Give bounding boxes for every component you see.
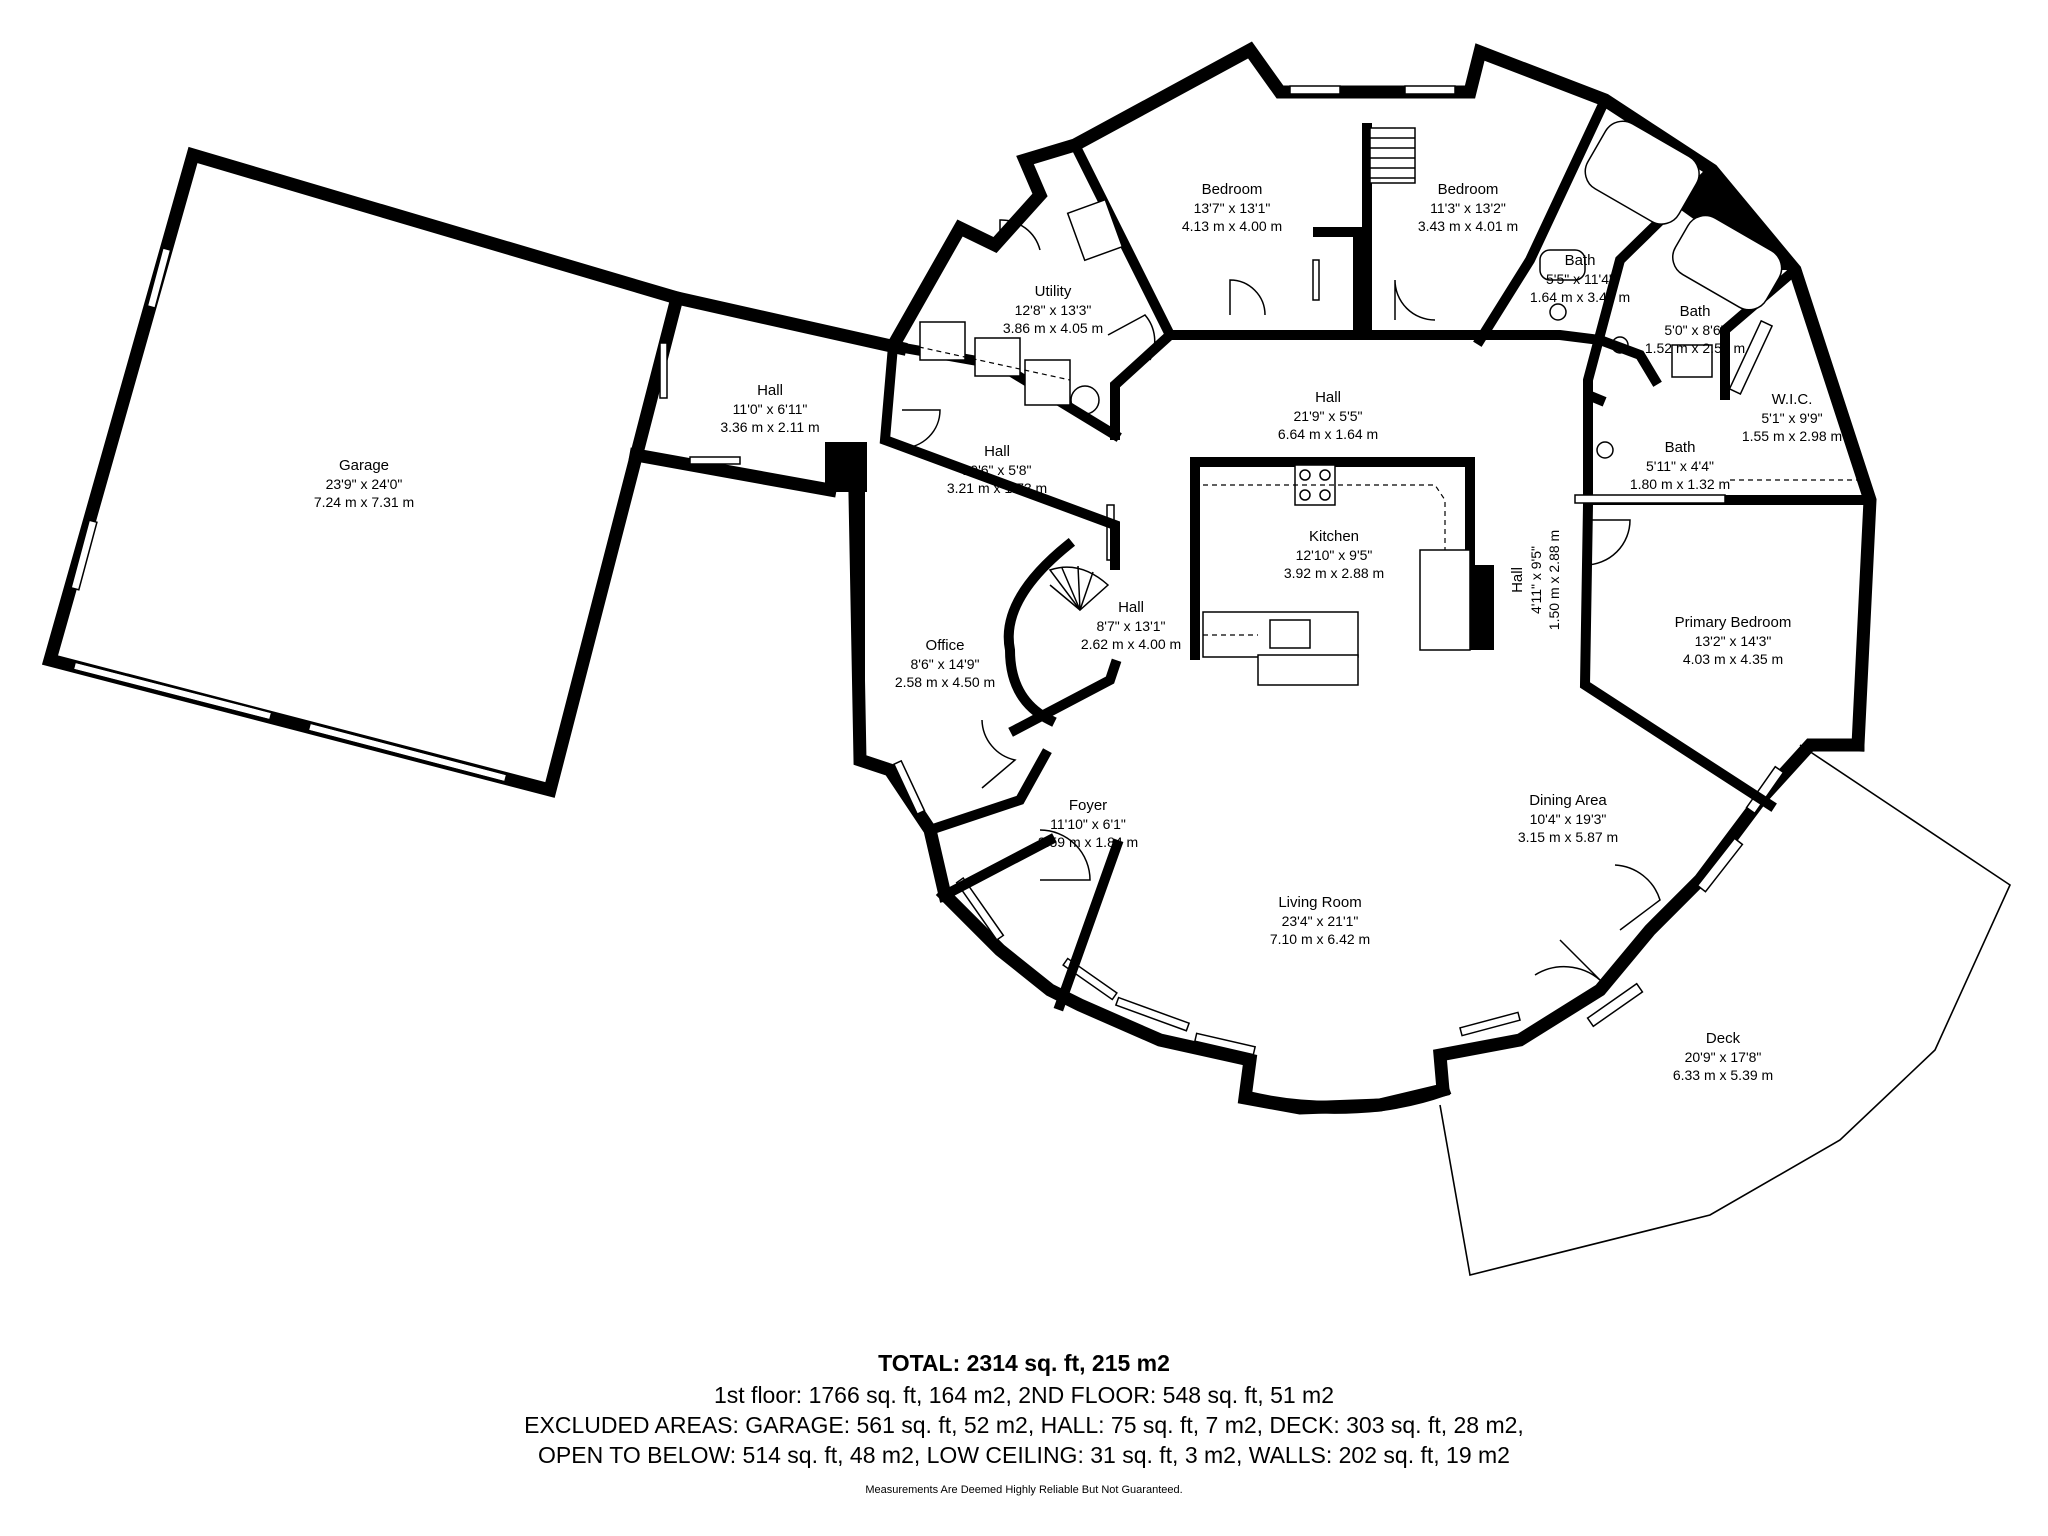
- svg-text:5'11" x 4'4": 5'11" x 4'4": [1646, 458, 1714, 474]
- svg-text:3.15 m x 5.87 m: 3.15 m x 5.87 m: [1518, 829, 1618, 845]
- open-below-areas: OPEN TO BELOW: 514 sq. ft, 48 m2, LOW CE…: [538, 1442, 1510, 1468]
- svg-text:Kitchen: Kitchen: [1309, 528, 1359, 545]
- room-bedroom-1: Bedroom 13'7" x 13'1" 4.13 m x 4.00 m: [1182, 181, 1282, 234]
- svg-text:4'11" x 9'5": 4'11" x 9'5": [1528, 546, 1544, 614]
- room-dining-area: Dining Area 10'4" x 19'3" 3.15 m x 5.87 …: [1518, 792, 1618, 845]
- svg-text:2.62 m x 4.00 m: 2.62 m x 4.00 m: [1081, 636, 1181, 652]
- svg-text:Living Room: Living Room: [1278, 894, 1361, 911]
- svg-text:8'7" x 13'1": 8'7" x 13'1": [1097, 618, 1166, 634]
- bath-fixtures: [1539, 120, 1860, 504]
- svg-text:Bath: Bath: [1680, 303, 1711, 320]
- room-living-room: Living Room 23'4" x 21'1" 7.10 m x 6.42 …: [1270, 894, 1370, 947]
- svg-text:Hall: Hall: [1315, 389, 1341, 406]
- room-bath-1: Bath 5'5" x 11'4" 1.64 m x 3.46 m: [1530, 252, 1630, 305]
- svg-text:Garage: Garage: [339, 457, 389, 474]
- room-bedroom-2: Bedroom 11'3" x 13'2" 3.43 m x 4.01 m: [1418, 181, 1518, 234]
- svg-text:3.36 m x 2.11 m: 3.36 m x 2.11 m: [720, 419, 819, 435]
- svg-text:3.21 m x 1.73 m: 3.21 m x 1.73 m: [947, 480, 1047, 496]
- svg-text:23'9" x 24'0": 23'9" x 24'0": [326, 476, 403, 492]
- interior-walls: [855, 93, 1875, 1012]
- svg-text:10'4" x 19'3": 10'4" x 19'3": [1530, 811, 1607, 827]
- svg-text:20'9" x 17'8": 20'9" x 17'8": [1685, 1049, 1762, 1065]
- room-kitchen: Kitchen 12'10" x 9'5" 3.92 m x 2.88 m: [1284, 528, 1384, 581]
- svg-text:3.59 m x 1.84 m: 3.59 m x 1.84 m: [1038, 834, 1138, 850]
- svg-text:2.58 m x 4.50 m: 2.58 m x 4.50 m: [895, 674, 995, 690]
- svg-text:1.50 m x 2.88 m: 1.50 m x 2.88 m: [1546, 530, 1562, 630]
- svg-text:5'5" x 11'4": 5'5" x 11'4": [1546, 271, 1614, 287]
- svg-text:11'3" x 13'2": 11'3" x 13'2": [1430, 200, 1506, 216]
- svg-text:Hall: Hall: [757, 382, 783, 399]
- svg-text:6.33 m x 5.39 m: 6.33 m x 5.39 m: [1673, 1067, 1773, 1083]
- room-utility: Utility 12'8" x 13'3" 3.86 m x 4.05 m: [1003, 283, 1103, 336]
- svg-text:12'8" x 13'3": 12'8" x 13'3": [1015, 302, 1092, 318]
- doors: [901, 219, 1661, 981]
- svg-text:Bedroom: Bedroom: [1202, 181, 1263, 198]
- svg-text:3.92 m x 2.88 m: 3.92 m x 2.88 m: [1284, 565, 1384, 581]
- svg-text:7.24 m x 7.31 m: 7.24 m x 7.31 m: [314, 494, 414, 510]
- svg-text:5'1" x 9'9": 5'1" x 9'9": [1761, 410, 1822, 426]
- svg-text:Utility: Utility: [1035, 283, 1072, 300]
- svg-text:23'4" x 21'1": 23'4" x 21'1": [1282, 913, 1359, 929]
- room-hall-stair: Hall 8'7" x 13'1" 2.62 m x 4.00 m: [1081, 599, 1181, 652]
- svg-text:1.52 m x 2.59 m: 1.52 m x 2.59 m: [1645, 340, 1745, 356]
- svg-text:13'2" x 14'3": 13'2" x 14'3": [1695, 633, 1772, 649]
- room-bath-3: Bath 5'11" x 4'4" 1.80 m x 1.32 m: [1630, 439, 1730, 492]
- svg-text:Hall: Hall: [1118, 599, 1144, 616]
- svg-text:4.03 m x 4.35 m: 4.03 m x 4.35 m: [1683, 651, 1783, 667]
- svg-text:Bath: Bath: [1665, 439, 1696, 456]
- svg-text:W.I.C.: W.I.C.: [1772, 391, 1813, 408]
- room-primary-bedroom: Primary Bedroom 13'2" x 14'3" 4.03 m x 4…: [1675, 614, 1792, 667]
- disclaimer: Measurements Are Deemed Highly Reliable …: [865, 1484, 1183, 1496]
- svg-text:3.86 m x 4.05 m: 3.86 m x 4.05 m: [1003, 320, 1103, 336]
- room-hall-connector: Hall 11'0" x 6'11" 3.36 m x 2.11 m: [720, 382, 819, 435]
- svg-text:5'0" x 8'6": 5'0" x 8'6": [1664, 322, 1725, 338]
- excluded-areas: EXCLUDED AREAS: GARAGE: 561 sq. ft, 52 m…: [524, 1412, 1524, 1438]
- utility-fixtures: [909, 198, 1124, 415]
- svg-text:6.64 m x 1.64 m: 6.64 m x 1.64 m: [1278, 426, 1378, 442]
- svg-text:Office: Office: [926, 637, 965, 654]
- svg-text:13'7" x 13'1": 13'7" x 13'1": [1194, 200, 1271, 216]
- svg-text:Foyer: Foyer: [1069, 797, 1107, 814]
- room-deck: Deck 20'9" x 17'8" 6.33 m x 5.39 m: [1673, 1030, 1773, 1083]
- svg-text:8'6" x 14'9": 8'6" x 14'9": [911, 656, 980, 672]
- deck-outline: [1439, 744, 2012, 1276]
- svg-text:7.10 m x 6.42 m: 7.10 m x 6.42 m: [1270, 931, 1370, 947]
- svg-text:21'9" x 5'5": 21'9" x 5'5": [1294, 408, 1363, 424]
- connector-hall-walls: [628, 290, 908, 498]
- room-hall-vertical: Hall 4'11" x 9'5" 1.50 m x 2.88 m: [1509, 530, 1562, 630]
- svg-text:Deck: Deck: [1706, 1030, 1741, 1047]
- total-area: TOTAL: 2314 sq. ft, 215 m2: [878, 1350, 1170, 1376]
- svg-text:Hall: Hall: [1509, 567, 1526, 593]
- svg-text:Hall: Hall: [984, 443, 1010, 460]
- svg-text:1.55 m x 2.98 m: 1.55 m x 2.98 m: [1742, 428, 1842, 444]
- svg-text:4.13 m x 4.00 m: 4.13 m x 4.00 m: [1182, 218, 1282, 234]
- room-bath-2: Bath 5'0" x 8'6" 1.52 m x 2.59 m: [1645, 303, 1745, 356]
- svg-text:12'10" x 9'5": 12'10" x 9'5": [1296, 547, 1373, 563]
- room-hall-side: Hall 10'6" x 5'8" 3.21 m x 1.73 m: [947, 443, 1047, 496]
- svg-text:Primary Bedroom: Primary Bedroom: [1675, 614, 1792, 631]
- room-office: Office 8'6" x 14'9" 2.58 m x 4.50 m: [895, 637, 995, 690]
- svg-text:1.80 m x 1.32 m: 1.80 m x 1.32 m: [1630, 476, 1730, 492]
- svg-text:1.64 m x 3.46 m: 1.64 m x 3.46 m: [1530, 289, 1630, 305]
- svg-text:3.43 m x 4.01 m: 3.43 m x 4.01 m: [1418, 218, 1518, 234]
- svg-text:10'6" x 5'8": 10'6" x 5'8": [963, 462, 1032, 478]
- room-wic: W.I.C. 5'1" x 9'9" 1.55 m x 2.98 m: [1742, 391, 1842, 444]
- room-labels: Garage 23'9" x 24'0" 7.24 m x 7.31 m Hal…: [314, 181, 1842, 1083]
- svg-text:Bedroom: Bedroom: [1438, 181, 1499, 198]
- garage-walls: [41, 146, 685, 798]
- svg-text:11'0" x 6'11": 11'0" x 6'11": [733, 401, 808, 417]
- room-foyer: Foyer 11'10" x 6'1" 3.59 m x 1.84 m: [1038, 797, 1138, 850]
- stairs: [1048, 127, 1416, 612]
- svg-text:Dining Area: Dining Area: [1529, 792, 1607, 809]
- svg-text:11'10" x 6'1": 11'10" x 6'1": [1050, 816, 1126, 832]
- svg-text:Bath: Bath: [1565, 252, 1596, 269]
- floor-areas: 1st floor: 1766 sq. ft, 164 m2, 2ND FLOO…: [713, 1382, 1334, 1408]
- kitchen-block: [1190, 457, 1494, 686]
- room-hall-main: Hall 21'9" x 5'5" 6.64 m x 1.64 m: [1278, 389, 1378, 442]
- outer-windows: [892, 85, 1785, 1056]
- room-garage: Garage 23'9" x 24'0" 7.24 m x 7.31 m: [314, 457, 414, 510]
